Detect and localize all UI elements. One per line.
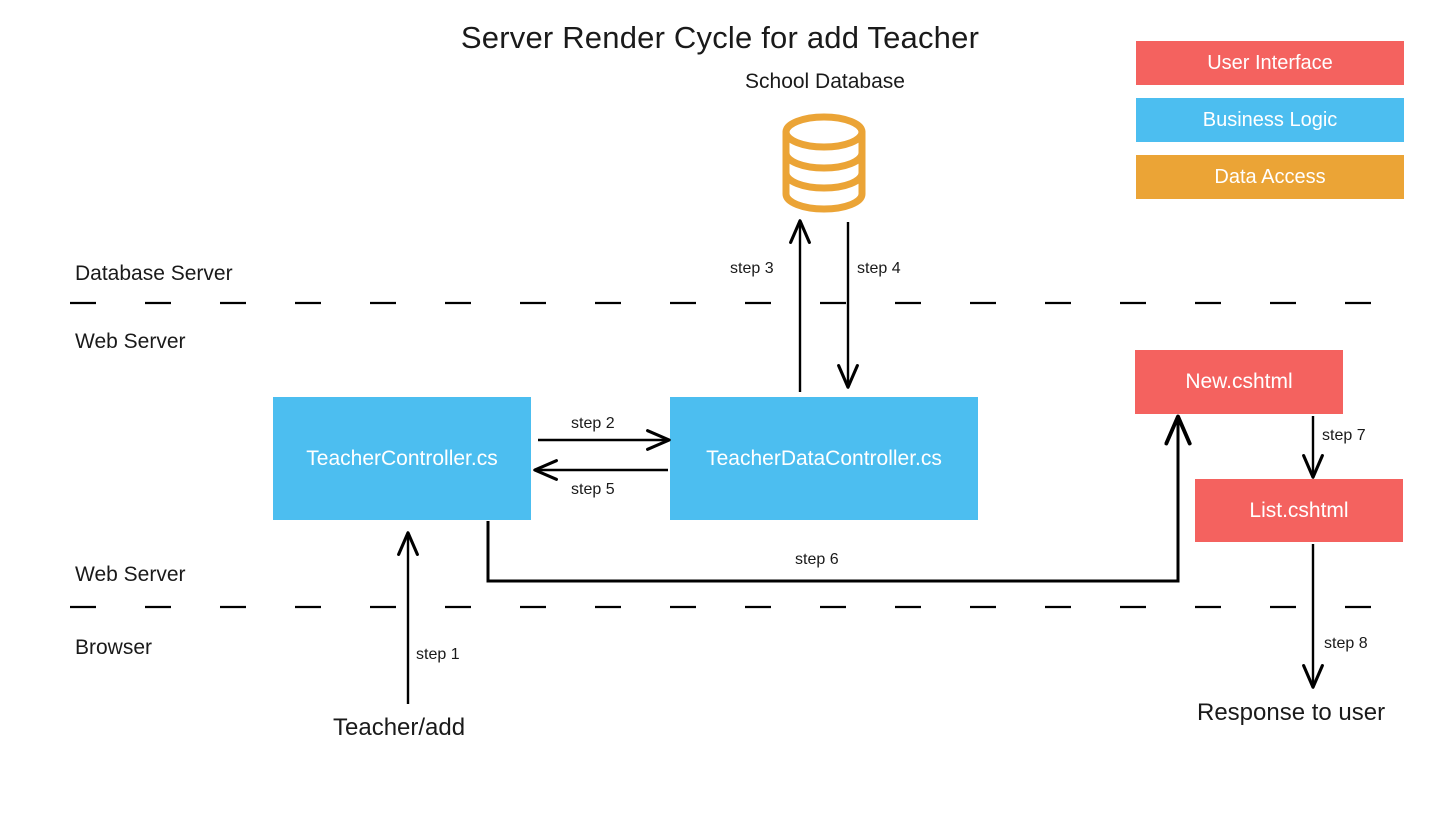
step-label-7: step 7 (1322, 427, 1366, 444)
node-label-teacher-controller: TeacherController.cs (306, 446, 498, 470)
legend-item-data-access: Data Access (1136, 155, 1404, 199)
legend-item-user-interface: User Interface (1136, 41, 1404, 85)
step-label-5: step 5 (571, 481, 615, 498)
node-teacher-data-controller[interactable]: TeacherDataController.cs (670, 397, 978, 520)
step-label-2: step 2 (571, 415, 615, 432)
node-label-new-cshtml: New.cshtml (1185, 370, 1293, 393)
step-label-8: step 8 (1324, 635, 1368, 652)
step-label-3: step 3 (730, 260, 774, 277)
node-label-teacher-data-controller: TeacherDataController.cs (706, 446, 942, 470)
endpoint-response-label: Response to user (1197, 699, 1386, 726)
tier-label-web-server-upper: Web Server (75, 330, 186, 353)
tier-label-browser: Browser (75, 636, 153, 659)
node-new-cshtml[interactable]: New.cshtml (1135, 350, 1343, 414)
page-title: Server Render Cycle for add Teacher (460, 20, 980, 55)
node-label-list-cshtml: List.cshtml (1249, 498, 1349, 522)
legend-label-user-interface: User Interface (1207, 51, 1333, 74)
step-label-6: step 6 (795, 551, 839, 568)
database-cylinder-icon (778, 112, 870, 214)
node-list-cshtml[interactable]: List.cshtml (1195, 479, 1403, 542)
legend-label-data-access: Data Access (1214, 165, 1326, 188)
step-label-1: step 1 (416, 646, 460, 663)
endpoint-request-label: Teacher/add (333, 714, 466, 741)
legend-label-business-logic: Business Logic (1202, 108, 1338, 131)
legend-item-business-logic: Business Logic (1136, 98, 1404, 142)
tier-label-web-server-lower: Web Server (75, 563, 186, 586)
node-teacher-controller[interactable]: TeacherController.cs (273, 397, 531, 520)
tier-label-database-server: Database Server (75, 262, 233, 285)
database-caption: School Database (745, 70, 905, 93)
step-label-4: step 4 (857, 260, 901, 277)
